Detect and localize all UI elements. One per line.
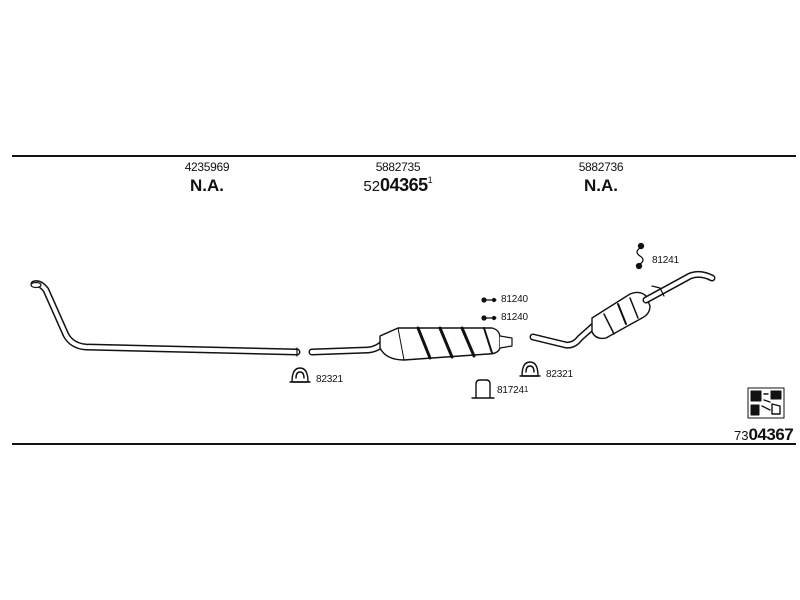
assembly-code-sup: 1 xyxy=(427,175,433,185)
label-hanger-top: 81240 xyxy=(501,294,528,305)
hanger-top-icon xyxy=(481,297,497,303)
label-hanger-bottom: 81240 xyxy=(501,312,528,323)
clamp-right-icon xyxy=(519,361,541,377)
status-1: N.A. xyxy=(190,176,224,195)
center-silencer xyxy=(308,326,513,361)
front-pipe xyxy=(30,280,301,357)
status-3: N.A. xyxy=(584,176,618,195)
footer-code: 7304367 xyxy=(734,425,794,445)
top-rule xyxy=(12,155,796,157)
assembly-code: 52043651 xyxy=(363,175,432,196)
assembly-code-main: 04365 xyxy=(380,175,428,195)
label-mount-center: 817241 xyxy=(497,385,528,396)
hanger-bottom-icon xyxy=(481,315,497,321)
label-clamp-left: 82321 xyxy=(316,374,343,385)
label-clamp-right: 82321 xyxy=(546,369,573,380)
mount-center-icon xyxy=(471,379,495,399)
part-number-3: 5882736 xyxy=(578,160,624,174)
part-number-2: 5882735 xyxy=(375,160,421,174)
label-mount-center-value: 81724 xyxy=(497,385,524,396)
bottom-rule xyxy=(12,443,796,445)
footer-code-prefix: 73 xyxy=(734,428,749,443)
label-mount-center-sup: 1 xyxy=(523,385,529,394)
hanger-rear-icon xyxy=(635,242,645,270)
part-number-1: 4235969 xyxy=(184,160,230,174)
footer-code-main: 04367 xyxy=(748,425,794,444)
clamp-left-icon xyxy=(289,367,311,383)
qr-code-icon xyxy=(747,387,785,419)
label-hanger-rear: 81241 xyxy=(652,255,679,266)
assembly-code-prefix: 52 xyxy=(363,178,381,195)
rear-pipe xyxy=(529,270,716,349)
